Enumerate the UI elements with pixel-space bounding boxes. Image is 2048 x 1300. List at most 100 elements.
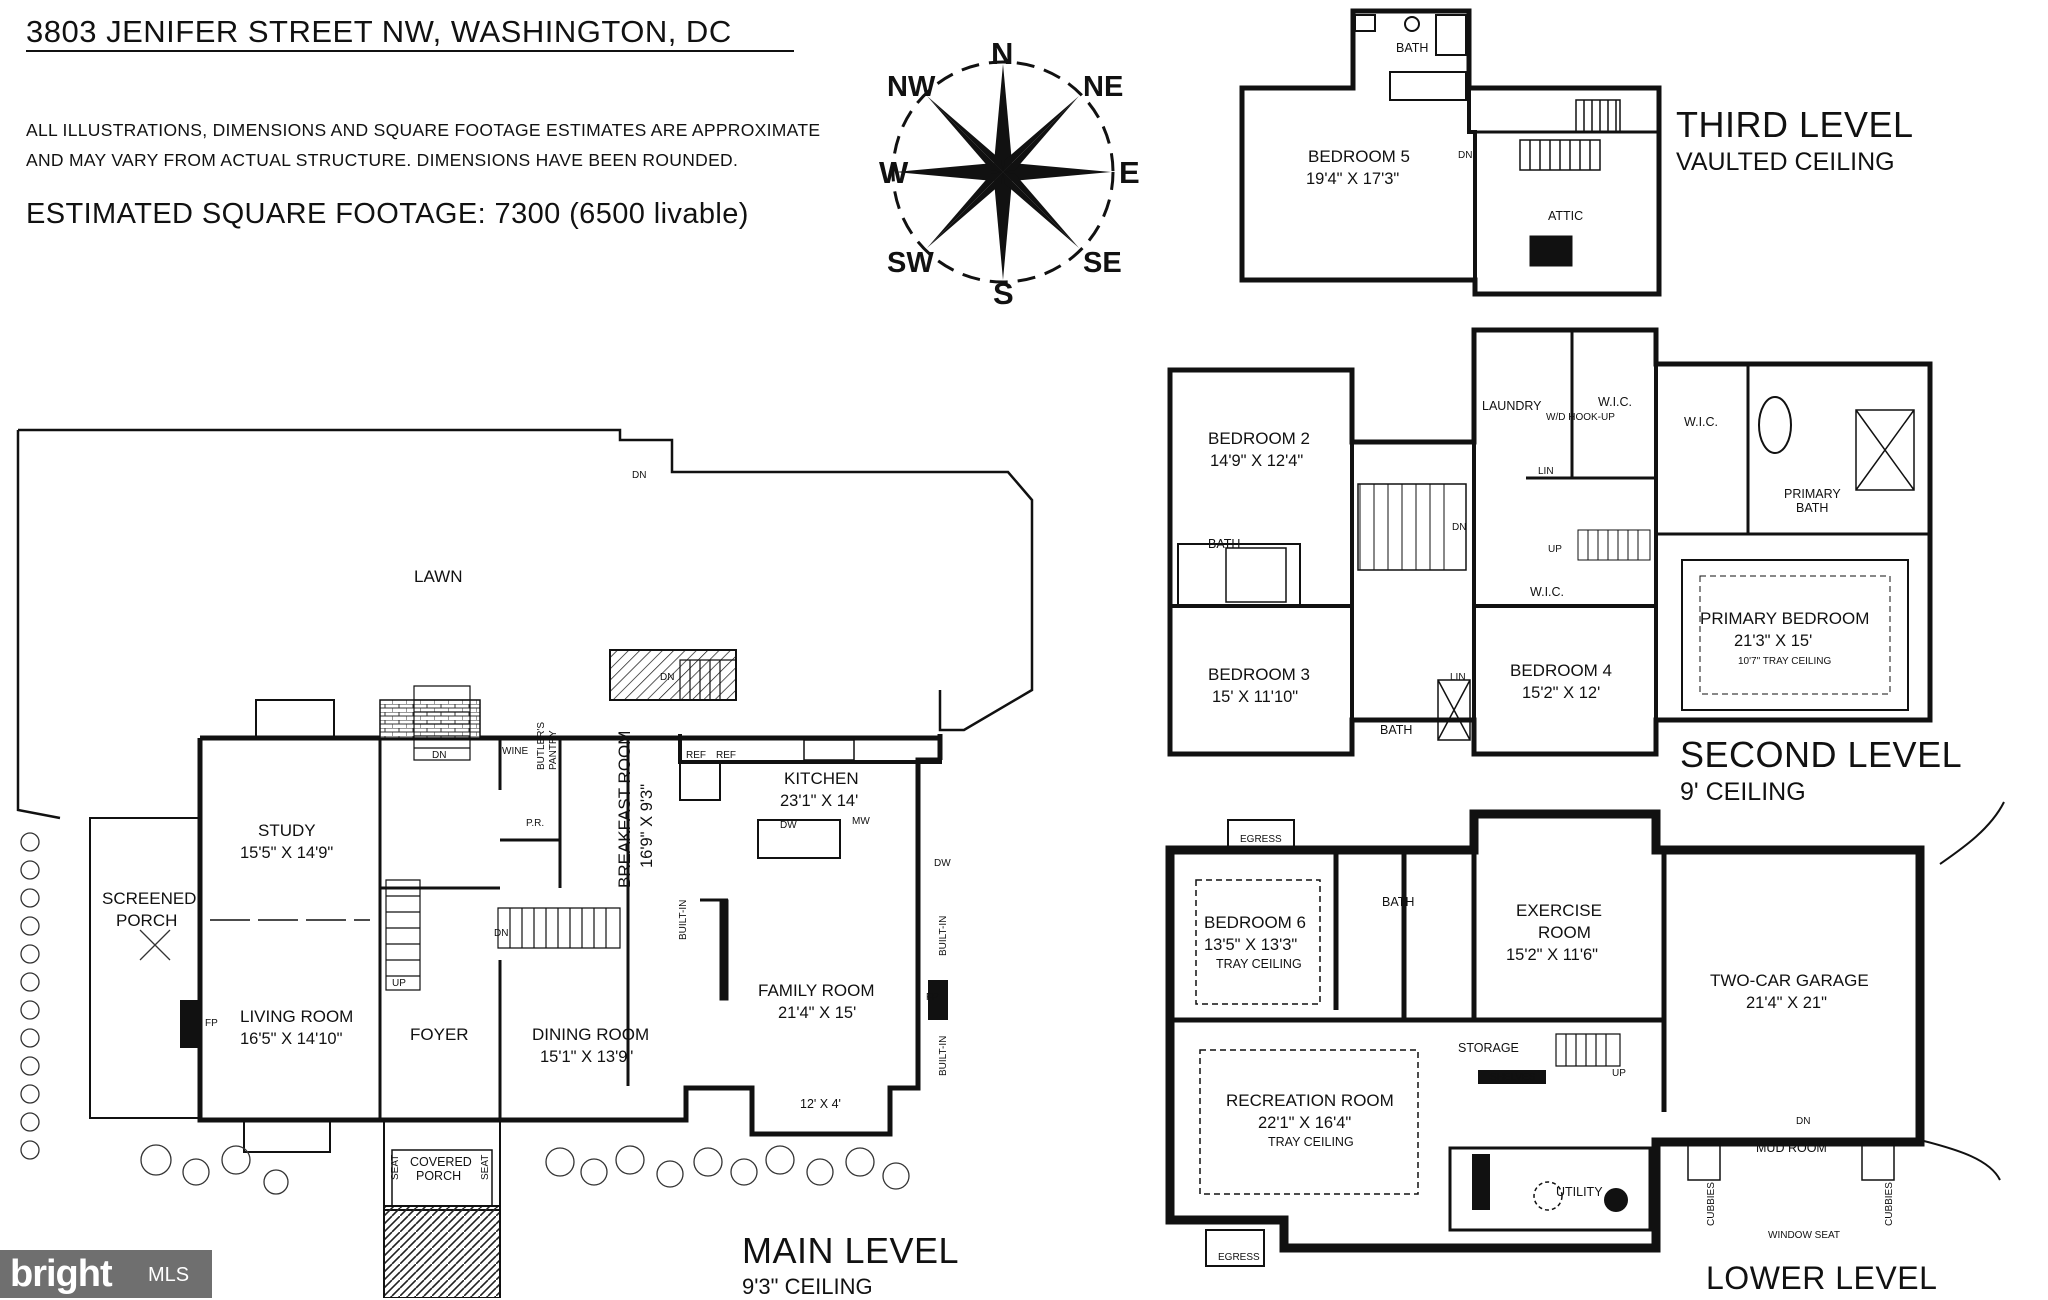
primary-bedroom-label: PRIMARY BEDROOM [1700,609,1869,628]
fp-label-2: FP [926,992,939,1003]
compass-se: SE [1083,247,1122,279]
bay-label: 12' X 4' [800,1097,841,1111]
exercise-dim: 15'2" X 11'6" [1506,946,1598,964]
foyer-label: FOYER [410,1025,469,1044]
laundry-label: LAUNDRY [1482,399,1542,413]
lawn-label: LAWN [414,567,463,586]
compass-e: E [1119,155,1140,190]
cubbies-label-2: CUBBIES [1884,1182,1895,1226]
lower-tray-label-1: TRAY CEILING [1216,957,1302,971]
ref-label-1: REF [686,750,706,761]
compass-ne: NE [1083,71,1123,103]
fp-label-1: FP [205,1018,218,1029]
bedroom4-label: BEDROOM 4 [1510,661,1612,680]
bedroom3-label: BEDROOM 3 [1208,665,1310,684]
attic-label: ATTIC [1548,209,1583,223]
bright-mls-logo: bright MLS [0,1250,212,1298]
main-dn-label-4: DN [494,928,508,939]
bedroom6-dim: 13'5" X 13'3" [1204,936,1297,954]
third-dn-label: DN [1458,150,1472,161]
study-dim: 15'5" X 14'9" [240,844,333,862]
main-up-label: UP [392,978,406,989]
shelves-label: SHELVES [1490,1072,1536,1083]
rec-label: RECREATION ROOM [1226,1091,1394,1110]
wine-label: WINE [502,746,528,757]
third-level-subtitle: VAULTED CEILING [1676,148,1895,176]
second-level-title: SECOND LEVEL [1680,734,1963,775]
bedroom5-label: BEDROOM 5 [1308,147,1410,166]
mw-label: MW [852,816,870,827]
second-level-plan [1167,327,1933,757]
mud-room-label: MUD ROOM [1756,1141,1827,1155]
disclaimer-line-2: AND MAY VARY FROM ACTUAL STRUCTURE. DIME… [26,150,739,170]
compass-sw: SW [887,247,934,279]
address-underline [26,50,794,52]
dining-room-label: DINING ROOM [532,1025,649,1044]
exercise-label-2: ROOM [1538,923,1591,942]
screened-porch-label-2: PORCH [116,911,177,930]
egress-label-1: EGRESS [1240,834,1282,845]
main-dn-label-2: DN [660,672,674,683]
breakfast-room-label: BREAKFAST ROOM [615,731,634,888]
built-in-label-1: BUILT-IN [678,900,689,940]
breakfast-room-dim: 16'9" X 9'3" [638,784,656,868]
storage-label: STORAGE [1458,1041,1519,1055]
living-room-dim: 16'5" X 14'10" [240,1030,343,1048]
dw-label-1: DW [780,820,797,831]
compass-w: W [879,155,909,190]
exercise-label-1: EXERCISE [1516,901,1602,920]
compass-n: N [991,36,1013,71]
seat-label-2: SEAT [480,1155,491,1180]
bedroom5-dim: 19'4" X 17'3" [1306,170,1399,188]
wic-label-3: W.I.C. [1530,585,1564,599]
built-in-label-2: BUILT-IN [938,916,949,956]
primary-bath-label-2: BATH [1796,501,1828,515]
garage-dim: 21'4" X 21" [1746,994,1827,1012]
lin-label-1: LIN [1538,466,1554,477]
cubbies-label-1: CUBBIES [1706,1182,1717,1226]
covered-porch-label-2: PORCH [416,1169,461,1183]
wic-label-1: W.I.C. [1598,395,1632,409]
main-level-title: MAIN LEVEL [742,1230,960,1271]
main-level-subtitle: 9'3" CEILING [742,1274,873,1299]
primary-bedroom-dim: 21'3" X 15' [1734,632,1812,650]
rec-dim: 22'1" X 16'4" [1258,1114,1351,1132]
garage-label: TWO-CAR GARAGE [1710,971,1869,990]
screened-porch-label-1: SCREENED [102,889,196,908]
dining-room-dim: 15'1" X 13'9" [540,1048,633,1066]
compass-nw: NW [887,71,936,103]
utility-label: UTILITY [1556,1185,1603,1199]
wic-label-2: W.I.C. [1684,415,1718,429]
lower-bath-label: BATH [1382,895,1414,909]
compass-s: S [993,276,1014,311]
second-level-subtitle: 9' CEILING [1680,778,1806,806]
wd-label: W/D HOOK-UP [1546,412,1615,423]
property-address: 3803 JENIFER STREET NW, WASHINGTON, DC [26,14,732,49]
ref-label-2: REF [716,750,736,761]
disclaimer-line-1: ALL ILLUSTRATIONS, DIMENSIONS AND SQUARE… [26,120,821,140]
dw-label-2: DW [934,858,951,869]
main-dn-label-3: DN [432,750,446,761]
landscaping [20,832,910,1195]
butlers-pantry-label-1: BUTLER'S [536,722,547,770]
family-room-label: FAMILY ROOM [758,981,875,1000]
third-bath-label: BATH [1396,41,1428,55]
study-label: STUDY [258,821,316,840]
primary-tray-label: 10'7" TRAY CEILING [1738,656,1831,667]
seat-label-1: SEAT [390,1155,401,1180]
lower-level-title: LOWER LEVEL [1706,1260,1938,1296]
lower-up-label: UP [1612,1068,1626,1079]
second-bath-label: BATH [1208,537,1240,551]
main-dn-label-1: DN [632,470,646,481]
third-level-plan [1239,8,1662,297]
egress-label-2: EGRESS [1218,1252,1260,1263]
bedroom4-dim: 15'2" X 12' [1522,684,1600,702]
pr-label: P.R. [526,818,544,829]
lin-label-2: LIN [1450,672,1466,683]
compass-rose: N S E W NE NW SE SW [879,36,1140,311]
living-room-label: LIVING ROOM [240,1007,353,1026]
butlers-pantry-label-2: PANTRY [548,730,559,770]
built-in-label-3: BUILT-IN [938,1036,949,1076]
second-dn-label: DN [1452,522,1466,533]
